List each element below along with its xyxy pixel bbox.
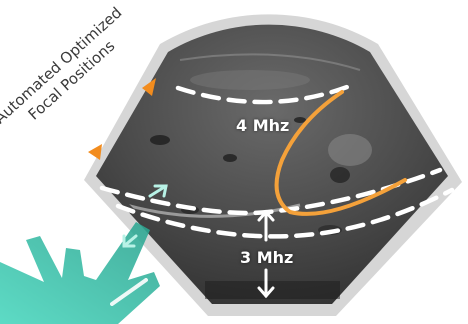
upper-frequency-label: 4 Mhz xyxy=(236,116,289,135)
orange-triangle-icon xyxy=(88,144,102,160)
lower-frequency-label: 3 Mhz xyxy=(240,248,293,267)
